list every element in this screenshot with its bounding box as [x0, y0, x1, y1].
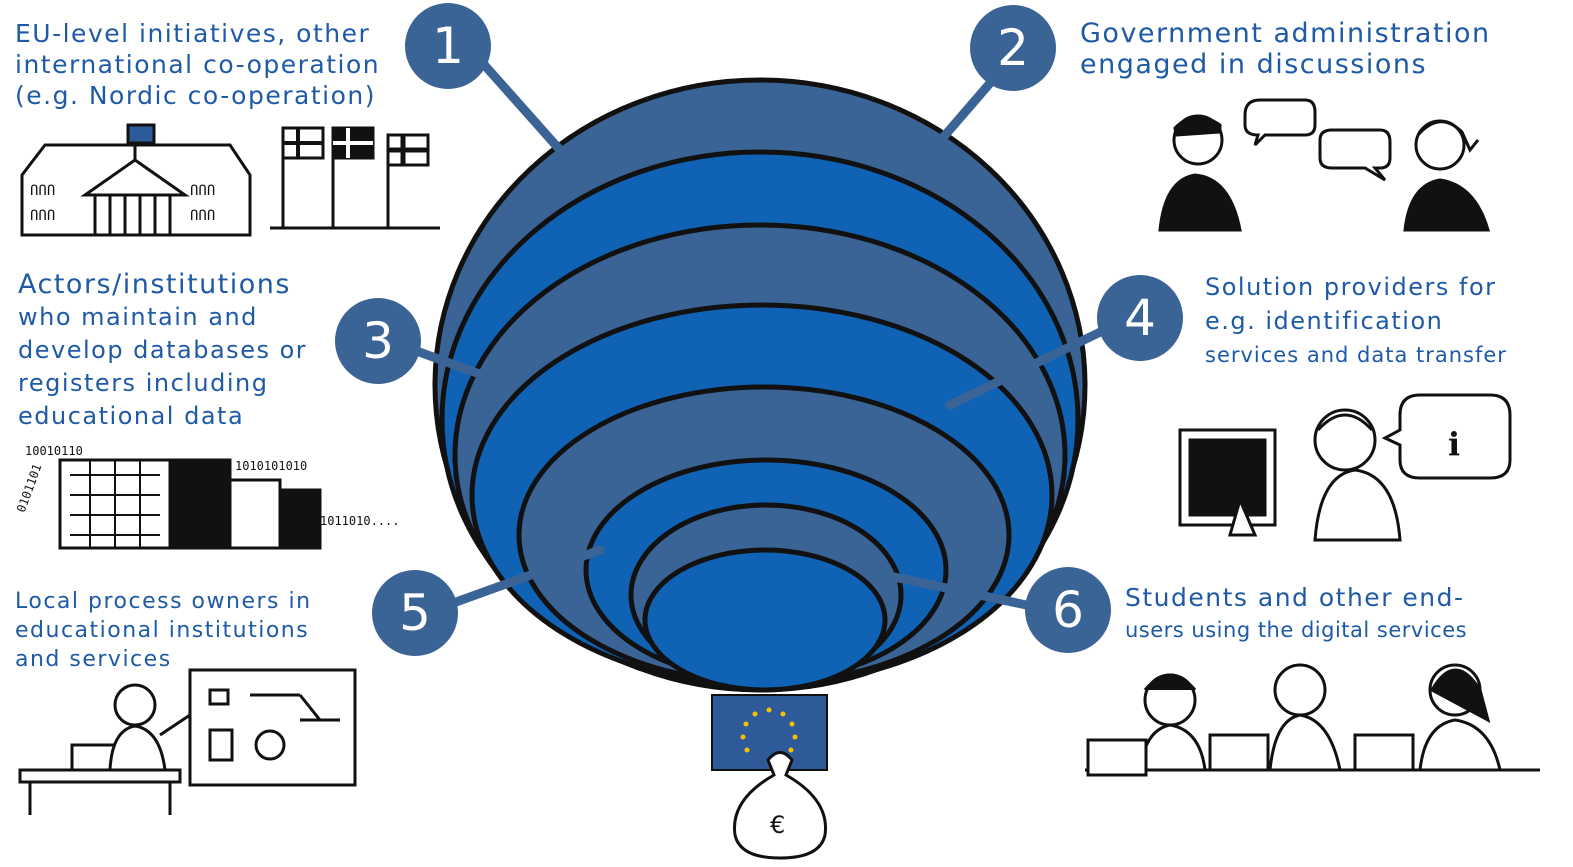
label-5-line-2: educational institutions	[15, 618, 310, 643]
label-3-line-1: Actors/institutions	[18, 269, 291, 300]
label-5-line-3: and services	[15, 647, 172, 672]
label-stakeholder-2: Government administration engaged in dis…	[1080, 18, 1491, 80]
label-1-line-3: (e.g. Nordic co-operation)	[15, 81, 376, 110]
label-6-line-2: users using the digital services	[1125, 618, 1468, 642]
svg-text:ՈՈՈ: ՈՈՈ	[30, 183, 55, 199]
badge-1: 1	[405, 3, 491, 89]
nordic-flags-icon	[270, 126, 440, 230]
label-4-line-3: services and data transfer	[1205, 343, 1507, 367]
badge-4: 4	[1097, 275, 1183, 361]
svg-text:ՈՈՈ: ՈՈՈ	[190, 208, 215, 224]
badge-5: 5	[372, 570, 458, 656]
svg-text:0101101: 0101101	[14, 462, 44, 514]
badge-3: 3	[335, 298, 421, 384]
label-4-line-1: Solution providers for	[1205, 273, 1497, 301]
support-agent-icon: i	[1178, 393, 1512, 542]
connector-1	[475, 55, 565, 155]
presenter-icon	[18, 668, 357, 815]
label-stakeholder-3: Actors/institutions who maintain and dev…	[18, 268, 307, 433]
two-officials-icon	[1158, 98, 1490, 232]
svg-text:ՈՈՈ: ՈՈՈ	[190, 183, 215, 199]
label-1-line-1: EU-level initiatives, other	[15, 19, 371, 48]
euro-symbol: €	[770, 811, 785, 839]
label-stakeholder-5: Local process owners in educational inst…	[15, 587, 312, 674]
label-3-line-2: who maintain and	[18, 303, 258, 331]
money-bag	[732, 751, 828, 860]
label-2-line-1: Government administration	[1080, 18, 1491, 49]
label-3-line-3: develop databases or	[18, 336, 308, 364]
svg-text:i: i	[1448, 425, 1460, 463]
nested-layers-sphere	[432, 77, 1088, 693]
connector-4	[945, 315, 1130, 410]
svg-text:ՈՈՈ: ՈՈՈ	[30, 208, 55, 224]
svg-text:10010110: 10010110	[25, 444, 83, 458]
badge-6: 6	[1025, 567, 1111, 653]
label-4-line-2: e.g. identification	[1205, 307, 1444, 335]
badge-2: 2	[970, 5, 1056, 91]
connector-6	[880, 570, 1055, 615]
data-buildings-icon: 10010110 1010101010 0101101 1011010....	[14, 444, 399, 550]
eu-stars	[740, 707, 798, 753]
label-1-line-2: international co-operation	[15, 50, 381, 79]
layer-8-core	[642, 547, 888, 693]
label-6-line-1: Students and other end-	[1125, 583, 1465, 612]
students-icon	[1085, 663, 1540, 777]
parliament-building-icon: ՈՈՈ ՈՈՈ ՈՈՈ ՈՈՈ	[20, 123, 252, 237]
label-2-line-2: engaged in discussions	[1080, 49, 1428, 80]
svg-text:1010101010: 1010101010	[235, 459, 307, 473]
label-stakeholder-6: Students and other end- users using the …	[1125, 582, 1467, 646]
eu-flag-money-bag-icon: €	[711, 694, 828, 860]
label-5-line-1: Local process owners in	[15, 589, 312, 614]
label-stakeholder-4: Solution providers for e.g. identificati…	[1205, 270, 1507, 372]
label-3-line-4: registers including	[18, 369, 269, 397]
svg-text:1011010....: 1011010....	[320, 514, 399, 528]
label-3-line-5: educational data	[18, 402, 245, 430]
label-stakeholder-1: EU-level initiatives, other internationa…	[15, 18, 380, 111]
